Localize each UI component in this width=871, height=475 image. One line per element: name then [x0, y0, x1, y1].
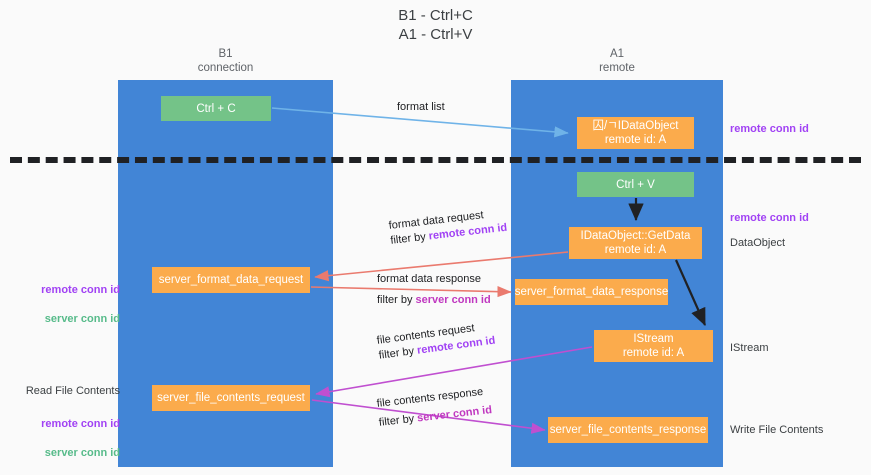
label-format-list: format list	[397, 100, 445, 115]
annotation-remote-conn-id-2: remote conn id	[41, 417, 120, 430]
label-format-data-response-filter: filter by server conn id	[377, 293, 491, 308]
lane-b1-title: B1 connection	[197, 48, 254, 74]
diagram-title: B1 - Ctrl+C A1 - Ctrl+V	[398, 7, 473, 43]
box-server-format-data-response[interactable]: server_format_data_response	[515, 279, 668, 305]
box-idataobject-getdata[interactable]: IDataObject::GetData remote id: A	[569, 227, 702, 259]
filter-key-server-conn-id: server conn id	[416, 403, 493, 425]
box-server-format-data-request[interactable]: server_format_data_request	[152, 267, 310, 293]
annotation-right-remote-conn-id-2: remote conn id	[730, 212, 809, 224]
annotation-remote-conn-id: remote conn id	[41, 283, 120, 296]
box-server-file-contents-request[interactable]: server_file_contents_request	[152, 385, 310, 411]
annotation-read-file-contents: Read File Contents	[25, 385, 120, 397]
box-ctrl-c[interactable]: Ctrl + C	[161, 96, 271, 121]
annotation-write-file-contents: Write File Contents	[730, 424, 824, 436]
lane-a1-title: A1 remote	[599, 48, 635, 74]
annotation-server-conn-id: server conn id	[44, 312, 120, 325]
label-format-data-response-text: format data response	[377, 273, 481, 285]
box-istream[interactable]: IStream remote id: A	[594, 330, 713, 362]
annotation-right-remote-conn-id-1: remote conn id	[730, 123, 809, 135]
box-server-file-contents-response[interactable]: server_file_contents_response	[548, 417, 708, 443]
annotation-left-conn-ids-2: remote conn id server conn id	[10, 402, 120, 475]
box-idataobject[interactable]: 囚/ㄱIDataObject remote id: A	[577, 117, 694, 149]
filter-key-server-conn-id: server conn id	[415, 294, 491, 306]
annotation-server-conn-id-2: server conn id	[44, 446, 120, 459]
annotation-istream: IStream	[730, 342, 769, 354]
filter-prefix: filter by	[378, 412, 418, 429]
filter-prefix: filter by	[377, 294, 416, 306]
filter-prefix: filter by	[389, 230, 430, 247]
filter-prefix: filter by	[378, 344, 418, 362]
label-format-data-response: format data response filter by server co…	[377, 272, 491, 308]
annotation-left-conn-ids: remote conn id server conn id	[10, 268, 120, 341]
annotation-dataobject: DataObject	[730, 237, 786, 249]
box-ctrl-v[interactable]: Ctrl + V	[577, 172, 694, 197]
label-file-contents-response: file contents response filter by server …	[376, 384, 493, 431]
label-format-list-text: format list	[397, 101, 445, 113]
label-format-data-request: format data request filter by remote con…	[388, 206, 508, 249]
label-file-contents-request: file contents request filter by remote c…	[376, 319, 496, 364]
phase-divider	[10, 157, 861, 163]
